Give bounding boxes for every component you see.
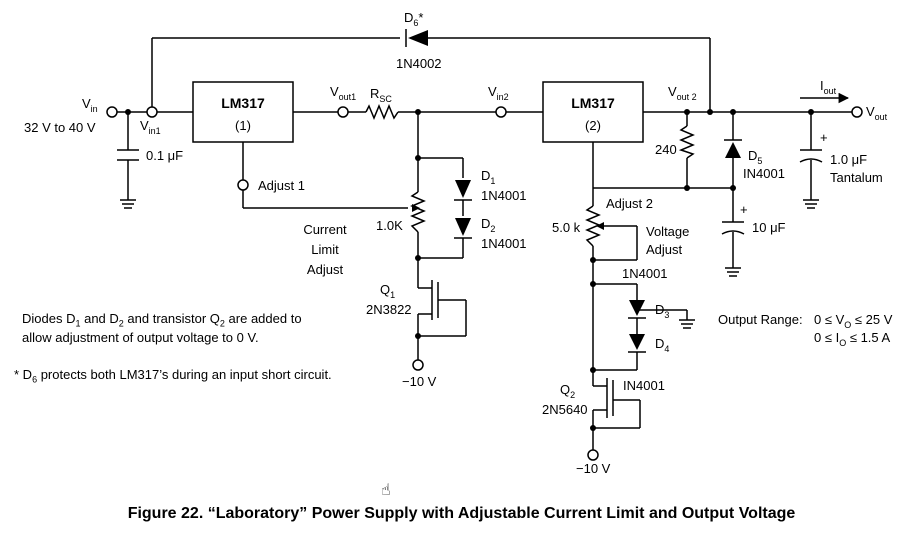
lm317-2-index: (2) [585, 118, 601, 133]
d1-label: D1 [481, 168, 495, 186]
voltage-adjust-label-2: Adjust [646, 242, 683, 257]
d34-part-label: 1N4001 [622, 266, 668, 281]
q2-label: Q2 [560, 382, 575, 400]
pot1-resistor-symbol [410, 191, 426, 233]
q1-part-label: 2N3822 [366, 302, 412, 317]
neg-supply-2-label: −10 V [576, 461, 611, 476]
rsc-label: RSC [370, 86, 392, 104]
adjust-1-label: Adjust 1 [258, 178, 305, 193]
note-diodes-line-1: Diodes D1 and D2 and transistor Q2 are a… [22, 311, 302, 329]
d5-diode-symbol [724, 139, 742, 158]
d4-diode-symbol [628, 334, 646, 353]
vout2-label: Vout 2 [668, 84, 697, 102]
vin-range-label: 32 V to 40 V [24, 120, 96, 135]
terminals [106, 106, 863, 461]
pot1-value-label: 1.0K [376, 218, 403, 233]
output-cap-type-label: Tantalum [830, 170, 883, 185]
pot2-wiper-arrow [596, 222, 604, 230]
vout1-label: Vout1 [330, 84, 356, 102]
q1-label: Q1 [380, 282, 395, 300]
lm317-1-index: (1) [235, 118, 251, 133]
note-diodes-line-2: allow adjustment of output voltage to 0 … [22, 330, 259, 345]
d5-part-label: IN4001 [743, 166, 785, 181]
vin-label: Vin [82, 96, 98, 114]
junction-dots [125, 109, 814, 431]
lm317-2-label: LM317 [571, 95, 615, 111]
d6-diode-symbol [405, 29, 428, 47]
q2-extra-label: IN4001 [623, 378, 665, 393]
d2-diode-symbol [454, 218, 472, 239]
current-limit-label-1: Current [303, 222, 347, 237]
c10-label: 10 μF [752, 220, 786, 235]
d6-label: D6* [404, 10, 423, 28]
figure-caption: Figure 22. “Laboratory” Power Supply wit… [127, 505, 796, 522]
d3-label: D3 [655, 302, 669, 320]
pot1-wiper-arrow [412, 204, 420, 212]
vout-label: Vout [866, 104, 888, 122]
d2-part-label: 1N4001 [481, 236, 527, 251]
q2-part-label: 2N5640 [542, 402, 588, 417]
output-cap-value-label: 1.0 μF [830, 152, 867, 167]
d5-label: D5 [748, 148, 762, 166]
output-range-voltage: 0 ≤ VO ≤ 25 V [814, 312, 893, 330]
rsc-resistor-symbol [365, 104, 399, 120]
vin1-label: Vin1 [140, 118, 161, 136]
d4-label: D4 [655, 336, 669, 354]
note-d6: * D6 protects both LM317’s during an inp… [14, 367, 332, 385]
c10-capacitor-symbol: + [721, 202, 748, 235]
output-range-current: 0 ≤ IO ≤ 1.5 A [814, 330, 891, 348]
q2-transistor-symbol [593, 378, 641, 429]
current-limit-label-3: Adjust [307, 262, 344, 277]
svg-text:+: + [740, 202, 748, 217]
d1-part-label: 1N4001 [481, 188, 527, 203]
adjust-2-label: Adjust 2 [606, 196, 653, 211]
r240-resistor-symbol [678, 125, 695, 159]
hand-cursor-icon: ☝ [381, 482, 391, 499]
lm317-regulator-2 [542, 81, 644, 143]
current-limit-label-2: Limit [311, 242, 339, 257]
pot2-value-label: 5.0 k [552, 220, 581, 235]
voltage-adjust-label-1: Voltage [646, 224, 689, 239]
d3-diode-symbol [628, 300, 646, 319]
d6-part-label: 1N4002 [396, 56, 442, 71]
d2-label: D2 [481, 216, 495, 234]
input-capacitor-symbol [117, 149, 139, 161]
neg-supply-1-label: −10 V [402, 374, 437, 389]
iout-label: Iout [820, 78, 837, 96]
lm317-regulator-1 [192, 81, 294, 143]
r240-label: 240 [655, 142, 677, 157]
output-capacitor-symbol: + [799, 130, 828, 163]
q1-transistor-symbol [418, 280, 467, 337]
input-cap-label: 0.1 μF [146, 148, 183, 163]
d1-diode-symbol [454, 180, 472, 201]
vin2-label: Vin2 [488, 84, 509, 102]
lm317-1-label: LM317 [221, 95, 265, 111]
svg-text:+: + [820, 130, 828, 145]
output-range-label: Output Range: [718, 312, 803, 327]
